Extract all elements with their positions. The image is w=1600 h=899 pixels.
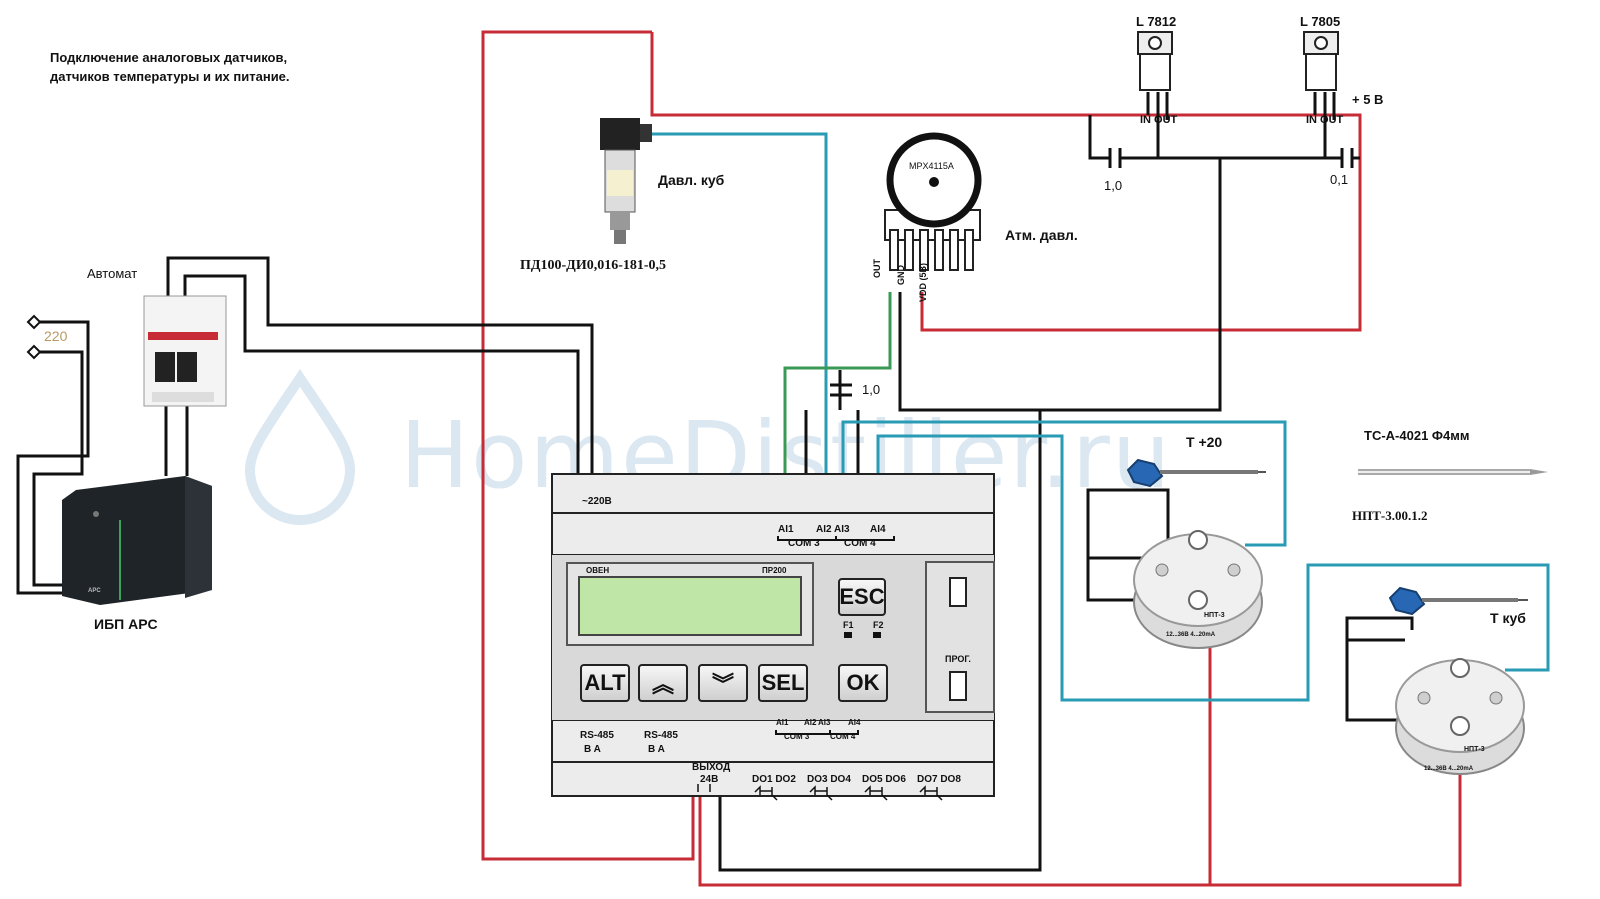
do-group-4: DO7 DO8 bbox=[917, 774, 961, 785]
com-top-4: COM 4 bbox=[844, 538, 876, 549]
ai-top-2: AI2 bbox=[816, 524, 832, 535]
capacitor-symbols bbox=[830, 148, 1354, 397]
breaker-label: Автомат bbox=[87, 266, 138, 281]
reg-7812-pins: IN OUT bbox=[1140, 114, 1178, 126]
thermo-probe-20 bbox=[1126, 458, 1266, 488]
chevron-up-icon: ︽ bbox=[651, 672, 674, 697]
green-wire bbox=[783, 292, 892, 525]
transmitter-2-range: 12...36В 4...20mA bbox=[1424, 766, 1474, 772]
probe-model-label: ТС-А-4021 Ф4мм bbox=[1364, 428, 1470, 443]
ups-device bbox=[62, 476, 212, 605]
transmitter-1-face: НПТ-3 bbox=[1204, 612, 1225, 619]
out24-line-2: 24В bbox=[700, 774, 719, 785]
ups-brand: APC bbox=[88, 588, 101, 594]
ai-top-1: AI1 bbox=[778, 524, 794, 535]
esc-button[interactable]: ESC bbox=[838, 578, 886, 616]
rs485-left: RS-485 bbox=[580, 730, 614, 741]
com-top-3: COM 3 bbox=[788, 538, 820, 549]
regulator-7805 bbox=[1303, 31, 1339, 91]
baro-pin-vdd: VDD (5B) bbox=[918, 262, 928, 302]
controller-brand: ОВЕН bbox=[586, 566, 610, 575]
transmitter-1-range: 12...36В 4...20mA bbox=[1166, 632, 1216, 638]
title-line-1: Подключение аналоговых датчиков, bbox=[50, 50, 288, 65]
baro-pin-gnd: GND bbox=[896, 265, 906, 285]
mains-label: 220 bbox=[44, 328, 68, 344]
reg-7812-label: L 7812 bbox=[1136, 14, 1177, 29]
black-wires bbox=[16, 92, 1414, 872]
red-wires bbox=[481, 30, 1462, 887]
f2-label: F2 bbox=[873, 620, 884, 630]
cap-1-label: 1,0 bbox=[1104, 178, 1123, 193]
do-group-1: DO1 DO2 bbox=[752, 774, 796, 785]
controller-model: ПР200 bbox=[762, 566, 787, 575]
rs485-right-pins: B A bbox=[648, 744, 665, 755]
ai-bottom-3: AI3 bbox=[818, 718, 831, 727]
lcd-screen bbox=[578, 576, 802, 636]
ups-label: ИБП APC bbox=[94, 616, 158, 632]
baro-sensor-label: Атм. давл. bbox=[1005, 227, 1078, 243]
watermark-drop-icon bbox=[244, 369, 356, 525]
transmitter-1 bbox=[1133, 530, 1263, 649]
baro-chip-label: MPX4115A bbox=[909, 161, 954, 171]
title-line-2: датчиков температуры и их питание. bbox=[50, 69, 290, 84]
com-bottom-4: COM 4 bbox=[830, 732, 856, 741]
rs485-left-pins: B A bbox=[584, 744, 601, 755]
pressure-sensor-label: Давл. куб bbox=[658, 172, 725, 188]
down-button[interactable]: ︾ bbox=[698, 664, 748, 702]
cap-2-label: 0,1 bbox=[1330, 172, 1349, 187]
controller-power-label: ~220В bbox=[582, 496, 612, 507]
ok-button[interactable]: OK bbox=[838, 664, 888, 702]
circuit-breaker bbox=[143, 295, 227, 407]
do-group-3: DO5 DO6 bbox=[862, 774, 906, 785]
sel-button[interactable]: SEL bbox=[758, 664, 808, 702]
plus5-label: + 5 В bbox=[1352, 92, 1384, 107]
pressure-sensor bbox=[600, 118, 652, 244]
controller-body bbox=[551, 473, 995, 801]
regulator-7812 bbox=[1137, 31, 1173, 91]
transmitter-2 bbox=[1395, 658, 1525, 775]
ai-top-3: AI3 bbox=[834, 524, 850, 535]
thermo-20-label: Т +20 bbox=[1186, 434, 1223, 450]
reg-7805-label: L 7805 bbox=[1300, 14, 1341, 29]
out24-line-1: ВЫХОД bbox=[692, 762, 731, 773]
do-group-2: DO3 DO4 bbox=[807, 774, 851, 785]
pressure-sensor-model: ПД100-ДИ0,016-181-0,5 bbox=[520, 258, 667, 273]
ai-top-4: AI4 bbox=[870, 524, 886, 535]
cap-3-label: 1,0 bbox=[862, 382, 881, 397]
probe-tsa-4021 bbox=[1358, 469, 1548, 475]
up-button[interactable]: ︽ bbox=[638, 664, 688, 702]
thermo-kub-label: Т куб bbox=[1490, 610, 1526, 626]
mains-terminals bbox=[26, 314, 42, 360]
prog-label: ПРОГ. bbox=[945, 654, 971, 664]
teal-wires bbox=[643, 132, 1550, 702]
transmitter-model-label: НПТ-3.00.1.2 bbox=[1352, 508, 1428, 523]
alt-button[interactable]: ALT bbox=[580, 664, 630, 702]
reg-7805-pins: IN OUT bbox=[1306, 114, 1344, 126]
ai-bottom-4: AI4 bbox=[848, 718, 861, 727]
chevron-down-icon: ︾ bbox=[711, 672, 734, 697]
rs485-right: RS-485 bbox=[644, 730, 678, 741]
com-bottom-3: COM 3 bbox=[784, 732, 810, 741]
baro-sensor bbox=[884, 132, 982, 271]
thermo-probe-kub bbox=[1388, 586, 1528, 616]
ai-bottom-2: AI2 bbox=[804, 718, 817, 727]
f1-label: F1 bbox=[843, 620, 854, 630]
ai-bottom-1: AI1 bbox=[776, 718, 789, 727]
baro-pin-out: OUT bbox=[872, 259, 882, 278]
transmitter-2-face: НПТ-3 bbox=[1464, 746, 1485, 753]
